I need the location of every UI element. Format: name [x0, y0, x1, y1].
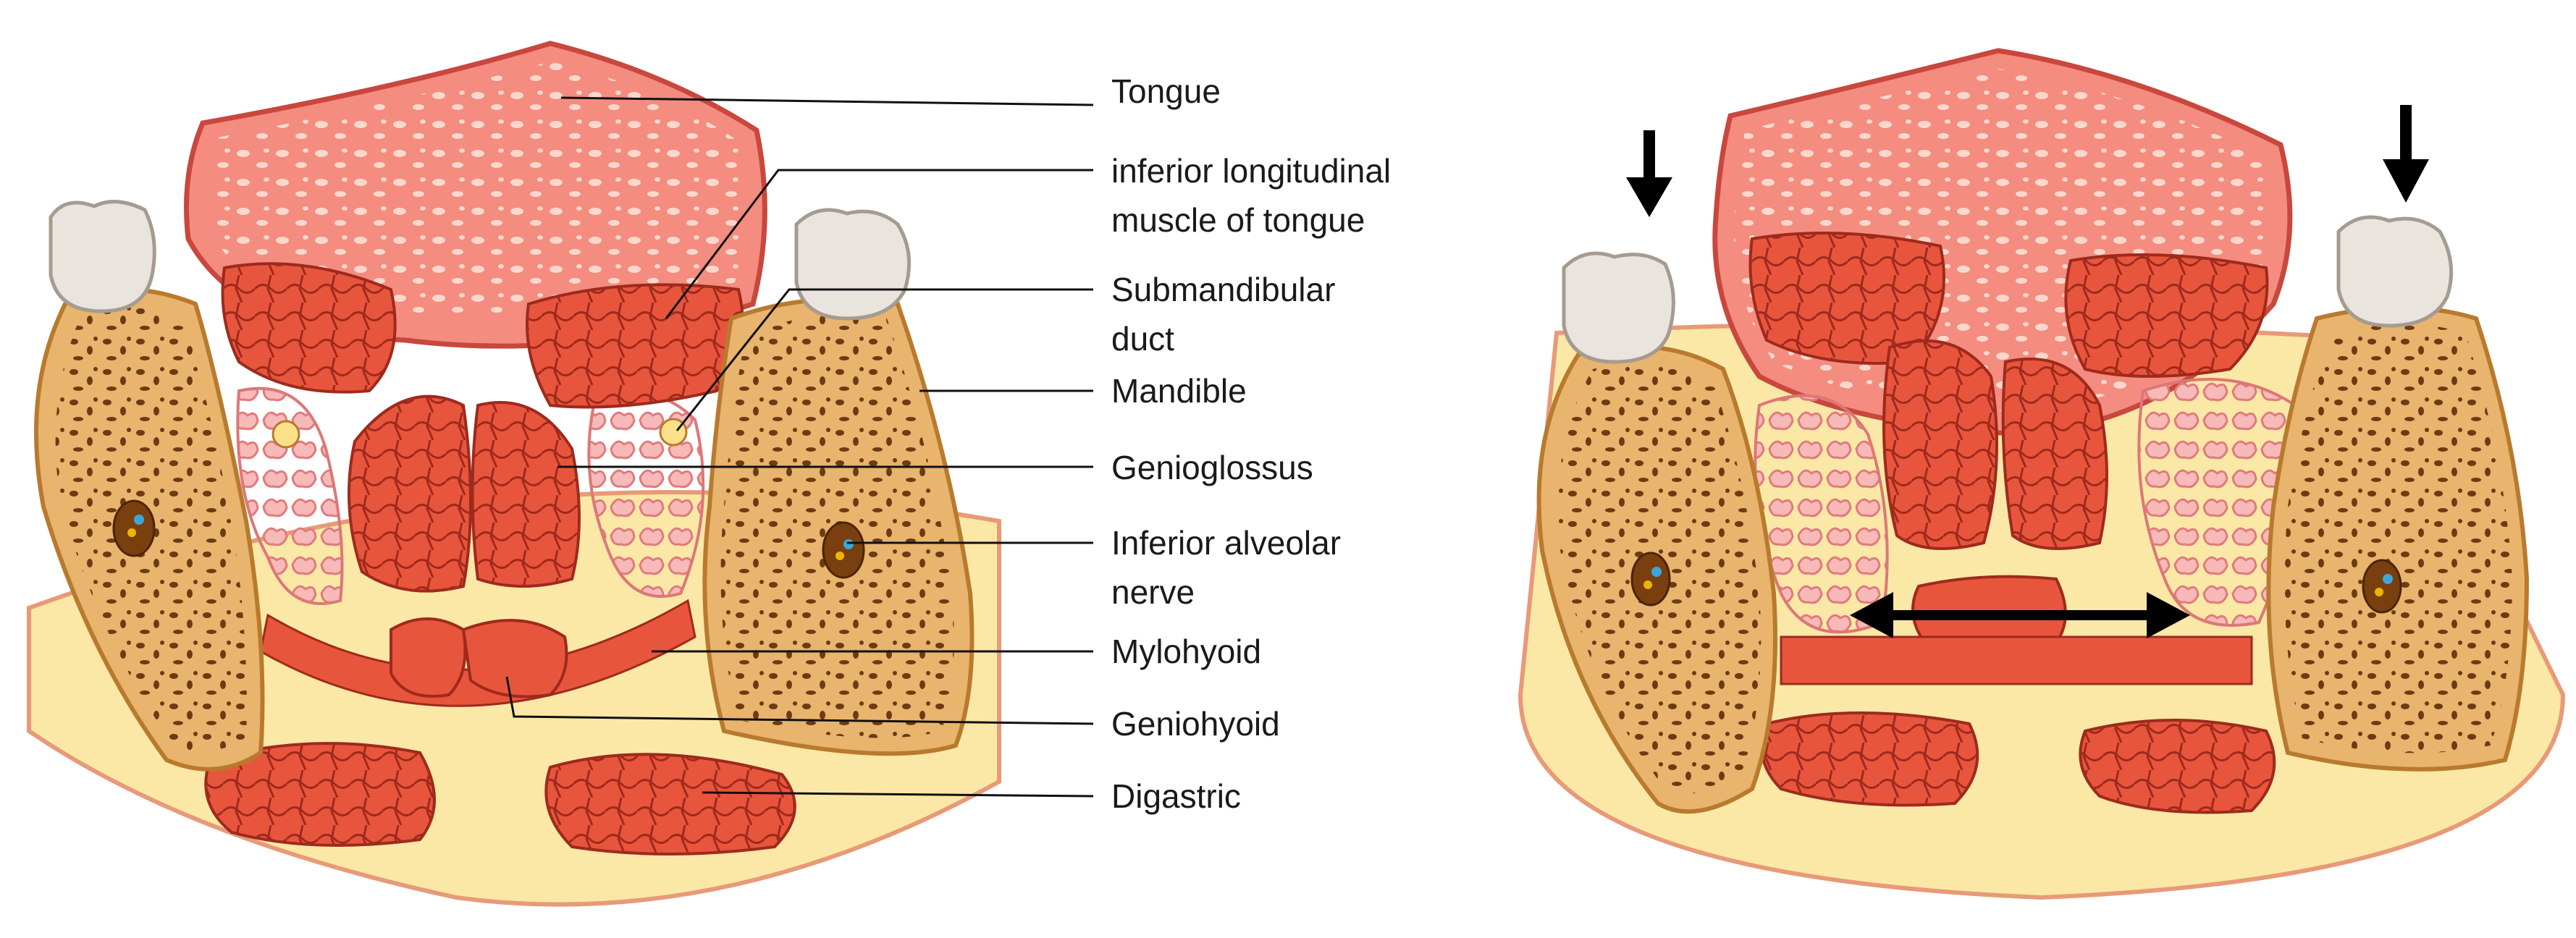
- digastric-right-fibers: [546, 754, 795, 854]
- label-inferior-alveolar-line2: nerve: [1111, 573, 1195, 611]
- digastric-right-panel-left-fibers: [1761, 713, 1978, 806]
- digastric-right-panel-right-fibers: [2080, 720, 2275, 813]
- genioglossus-right-panel-left-fibers: [1884, 341, 1997, 549]
- label-leader-lines: [505, 96, 1094, 798]
- molar-tooth-right-panel-left: [1562, 251, 1675, 364]
- leader-digastric: [702, 791, 1094, 798]
- label-mylohyoid: Mylohyoid: [1111, 633, 1262, 670]
- inferior-alveolar-nerve-right: [843, 539, 854, 549]
- label-genioglossus: Genioglossus: [1111, 449, 1313, 486]
- inferior-alveolar-nerve-right-panel-left: [1651, 567, 1662, 577]
- inferior-alveolar-nerve-right-panel-right: [2383, 574, 2393, 584]
- inferior-alveolar-canal-left: [112, 499, 156, 557]
- tongue-dorsum-texture: [210, 62, 745, 322]
- inferior-longitudinal-muscle-left-fibers: [222, 263, 395, 392]
- molar-tooth-right-panel-right: [2336, 215, 2454, 328]
- molar-tooth-left: [49, 200, 156, 313]
- leader-geniohyoid: [505, 676, 1094, 725]
- down-arrow-icon: [2383, 105, 2429, 203]
- inferior-alveolar-canal-right: [822, 521, 865, 579]
- horizontal-double-arrow-icon: [1850, 592, 2190, 638]
- molar-tooth-right: [794, 208, 912, 321]
- geniohyoid-left: [390, 617, 467, 698]
- label-tongue: Tongue: [1111, 72, 1221, 110]
- right-panel: [1518, 48, 2566, 900]
- label-digastric: Digastric: [1111, 777, 1241, 815]
- submandibular-duct-left: [272, 420, 300, 449]
- inferior-alveolar-artery-left: [127, 528, 136, 537]
- inferior-alveolar-canal-right-panel-left: [1630, 552, 1671, 607]
- mylohyoid-right-panel: [1780, 635, 2253, 685]
- inferior-alveolar-artery-right: [835, 552, 844, 560]
- label-inferior-alveolar-line1: Inferior alveolar: [1111, 524, 1342, 562]
- leader-tongue: [560, 96, 1094, 106]
- inferior-alveolar-nerve-left: [134, 515, 144, 525]
- leader-inferior-longitudinal: [665, 169, 1093, 319]
- label-geniohyoid: Geniohyoid: [1111, 705, 1280, 743]
- inferior-alveolar-canal-right-panel-right: [2362, 559, 2402, 614]
- inferior-longitudinal-muscle-right-fibers: [527, 284, 743, 407]
- genioglossus-right-panel-right-fibers: [2003, 359, 2107, 549]
- leader-submandibular-duct: [675, 288, 1093, 431]
- down-arrow-icon: [1626, 130, 1672, 217]
- label-mandible: Mandible: [1111, 372, 1247, 410]
- left-panel: [27, 41, 1001, 907]
- genioglossus-left-fibers: [349, 396, 471, 591]
- sublingual-gland-left: [236, 386, 344, 605]
- label-inferior-longitudinal-line2: muscle of tongue: [1111, 201, 1365, 239]
- inferior-alveolar-artery-right-panel-left: [1643, 580, 1652, 589]
- mandible-right-panel-right-trabecular: [2284, 324, 2512, 753]
- label-submandibular-line2: duct: [1111, 320, 1174, 358]
- geniohyoid-right: [461, 619, 568, 698]
- label-inferior-longitudinal-line1: inferior longitudinal: [1111, 152, 1392, 190]
- label-submandibular-line1: Submandibular: [1111, 271, 1336, 308]
- sublingual-gland-right-panel-right: [2137, 378, 2300, 627]
- digastric-left-fibers: [206, 743, 434, 845]
- genioglossus-right-fibers: [472, 402, 579, 586]
- inferior-alveolar-artery-right-panel-right: [2375, 588, 2383, 596]
- inferior-longitudinal-muscle-right-panel-left-fibers: [1750, 233, 1944, 363]
- inferior-longitudinal-muscle-right-panel-right-fibers: [2066, 255, 2268, 376]
